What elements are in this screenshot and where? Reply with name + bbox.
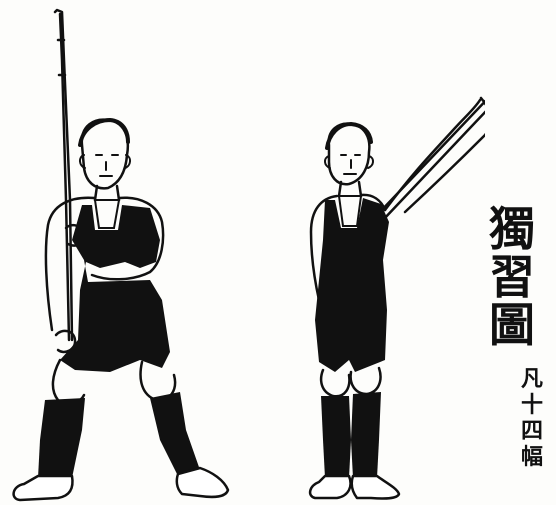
sock-left-2 <box>150 392 200 476</box>
subtitle-char: 幅 <box>520 444 543 470</box>
sock-left-1 <box>38 398 85 478</box>
bodysuit-right <box>315 198 389 372</box>
figure-left-drawing <box>12 8 230 502</box>
staff-left <box>53 8 74 342</box>
shoe-left-2 <box>175 466 230 499</box>
subtitle-char: 四 <box>520 418 543 444</box>
title-char: 習 <box>489 250 535 304</box>
shoe-right-2 <box>350 474 401 500</box>
sock-right-1 <box>321 396 351 478</box>
page-title: 獨 習 圖 <box>482 205 542 349</box>
figure-left-standing-with-staff <box>0 0 260 505</box>
shoe-right-1 <box>308 474 352 500</box>
figure-right-raising-staff <box>285 0 485 505</box>
page-subtitle: 凡 十 四 幅 <box>516 366 548 470</box>
sock-right-2 <box>351 392 381 478</box>
subtitle-char: 凡 <box>520 366 543 392</box>
title-char: 獨 <box>489 202 535 256</box>
subtitle-char: 十 <box>520 392 543 418</box>
bodysuit-left <box>60 205 170 372</box>
shoe-left-1 <box>12 474 74 502</box>
title-char: 圖 <box>489 298 535 352</box>
figure-right-drawing <box>308 96 485 500</box>
